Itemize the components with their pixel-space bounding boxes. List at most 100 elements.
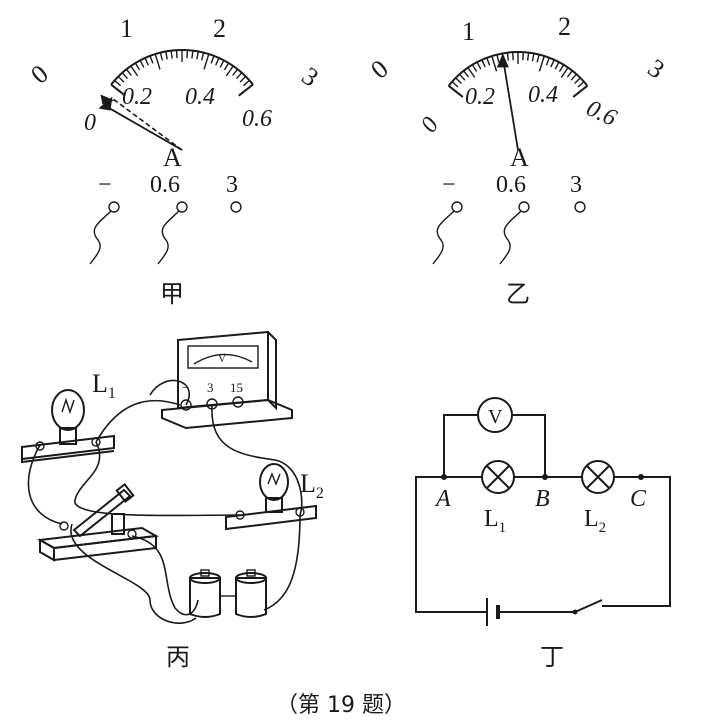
dial-0-tick-5 <box>130 65 139 77</box>
circuit-schematic: V A B C L1 L2 丁 <box>415 397 671 671</box>
battery-2-top <box>235 572 267 584</box>
ammeter-jia-terminal-3: 3 <box>226 172 238 198</box>
dial-0-tick-7 <box>139 60 145 68</box>
ammeter-yi-post-3 <box>574 201 586 213</box>
wire-battery-to-lamp2 <box>263 514 301 611</box>
schematic-node-a <box>441 474 447 480</box>
wire-switch-to-battery <box>131 535 199 616</box>
schematic-voltmeter-label: V <box>488 406 503 428</box>
dial-1-tick-17 <box>526 52 530 61</box>
ammeter-yi-lead-minus <box>432 210 455 265</box>
voltmeter-side <box>267 331 277 411</box>
schematic-node-b-label: B <box>535 486 550 512</box>
ammeter-jia-post-minus <box>108 201 120 213</box>
schematic-main-loop-right <box>602 476 671 607</box>
lamp-l1-post-right <box>91 437 101 447</box>
ammeter-jia-outer-label-0: 0 <box>25 59 54 90</box>
ammeter-yi-outer-label-3: 3 <box>643 53 670 84</box>
dial-0-tick-19 <box>200 52 205 61</box>
ammeter-jia-inner-label-3: 0.6 <box>242 106 272 132</box>
ammeter-jia-unit: A <box>163 143 182 172</box>
lamp-l1-cross <box>486 465 510 489</box>
dial-1-tick-27 <box>570 73 577 81</box>
dial-1-tick-13 <box>506 52 510 61</box>
lamp-l2-post-right <box>295 507 305 517</box>
ammeter-yi-terminal-3: 3 <box>570 172 582 198</box>
schematic-node-c <box>638 474 644 480</box>
battery-pack <box>189 569 267 618</box>
switch-handle <box>115 483 135 503</box>
ammeter-yi-outer-label-2: 2 <box>558 12 571 41</box>
schematic-main-loop-left <box>415 476 487 613</box>
switch-base-front <box>39 538 55 562</box>
battery-1 <box>189 577 221 618</box>
schematic-voltmeter-icon <box>477 397 513 433</box>
dial-1-tick-20 <box>538 55 545 72</box>
ammeter-jia-needle-dashed <box>111 97 183 151</box>
lamp-l1-circle <box>481 460 515 494</box>
ammeter-yi-terminal-minus: − <box>442 172 456 198</box>
dial-0-tick-11 <box>159 52 164 61</box>
ammeter-yi-lead-06 <box>499 210 522 265</box>
schematic-lamp-l2-icon <box>581 460 615 494</box>
dial-0-tick-25 <box>225 65 234 77</box>
dial-0-tick-1 <box>114 79 122 87</box>
dial-1-end-right <box>572 85 588 98</box>
ammeter-jia-needle-line <box>106 105 183 151</box>
lamp-l1-base-front <box>21 450 115 464</box>
dial-1-tick-19 <box>536 54 540 63</box>
ammeter-jia-inner-label-2: 0.4 <box>185 84 215 110</box>
lamp-l2: L2 <box>225 463 324 531</box>
ammeter-jia-scale <box>110 49 254 97</box>
dial-1-tick-25 <box>560 67 569 78</box>
switch-post-right <box>127 529 137 539</box>
lamp-l2-socket <box>265 497 283 513</box>
dial-1-end-left <box>448 85 464 98</box>
ammeter-jia-needle <box>98 94 183 151</box>
dial-1-tick-4 <box>463 70 470 78</box>
wire-lamp1-right-to-voltmeter <box>95 399 181 443</box>
switch-post-left <box>59 521 69 531</box>
voltmeter-terminal-3: 3 <box>207 380 214 395</box>
dial-0-tick-17 <box>191 50 194 59</box>
schematic-caption: 丁 <box>540 643 564 671</box>
voltmeter-device: V − 3 15 <box>161 330 293 430</box>
ammeter-yi-inner-label-1: 0.2 <box>465 84 495 110</box>
dial-0-tick-18 <box>196 51 199 60</box>
dial-0-tick-6 <box>134 62 141 71</box>
physical-circuit-caption: 丙 <box>166 643 190 671</box>
dial-0-tick-13 <box>170 50 173 59</box>
ammeter-jia-inner-label-0: 0 <box>84 110 96 136</box>
lamp-l1-post-left <box>35 441 45 451</box>
schematic-lamp-l1-icon <box>481 460 515 494</box>
ammeter-jia-outer-label-1: 1 <box>120 14 133 43</box>
schematic-node-a-label: A <box>434 486 451 512</box>
ammeter-jia-terminal-minus: − <box>98 172 112 198</box>
dial-0-tick-4 <box>125 68 132 76</box>
voltmeter-base <box>161 398 293 430</box>
ammeter-jia-inner-label-1: 0.2 <box>122 84 152 110</box>
lamp-l2-label: L2 <box>300 469 324 502</box>
ammeter-yi-caption: 乙 <box>506 280 530 308</box>
ammeter-yi-outer-label-0: 0 <box>365 54 394 85</box>
dial-0-tick-22 <box>215 57 220 66</box>
dial-1-tick-8 <box>481 59 486 68</box>
wire-lamp1-left-to-switch <box>27 444 63 525</box>
dial-0-end-left <box>110 83 126 97</box>
physical-circuit: L1 V − 3 15 L2 <box>21 330 324 671</box>
voltmeter-dial-arc <box>193 353 253 365</box>
dial-0-tick-28 <box>239 75 247 83</box>
voltmeter-post-15 <box>232 396 244 408</box>
ammeter-yi-needle <box>496 53 519 151</box>
lamp-l1-label: L1 <box>92 369 116 402</box>
ammeter-yi-terminal-06: 0.6 <box>496 172 526 198</box>
voltmeter-post-minus <box>180 399 192 411</box>
lamp-l1-bulb <box>51 389 85 431</box>
ammeter-yi-needle-line <box>501 57 519 151</box>
voltmeter-post-3 <box>206 398 218 410</box>
battery-1-cap <box>200 569 210 577</box>
dial-0-tick-26 <box>232 68 239 76</box>
lamp-l1-socket <box>59 427 77 445</box>
ammeter-jia-outer-label-3: 3 <box>297 61 324 92</box>
dial-1-tick-10 <box>491 55 498 72</box>
